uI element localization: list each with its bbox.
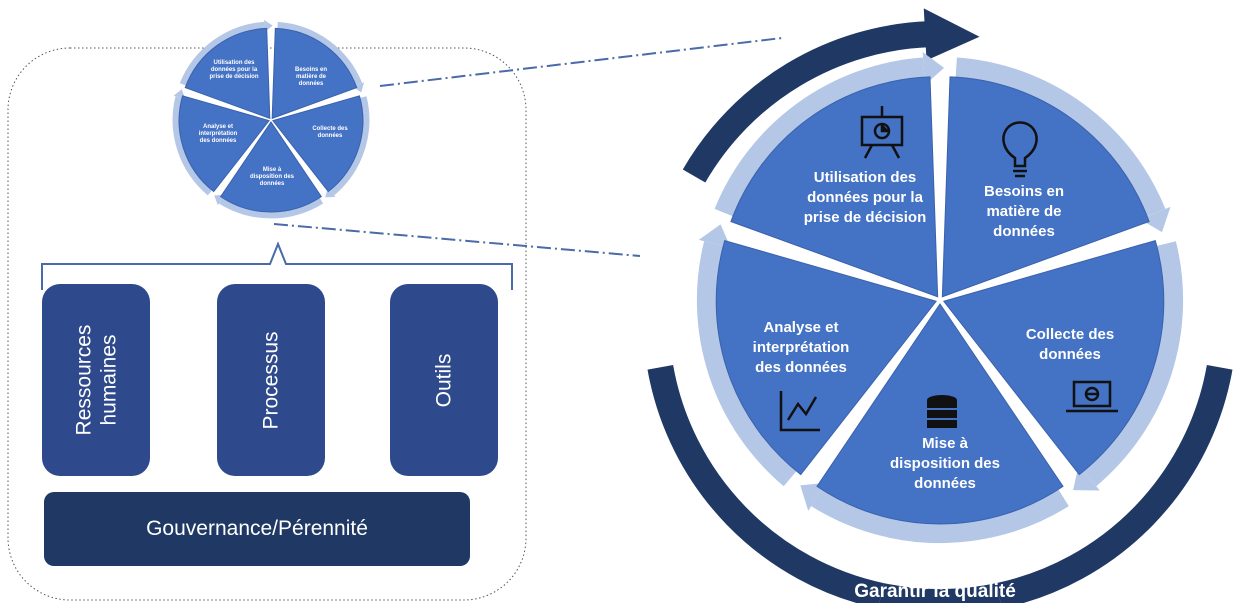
small-segment-mise-a-disposition bbox=[219, 121, 323, 213]
bracket bbox=[41, 241, 513, 290]
segment-label-collecte: Collecte des données bbox=[1025, 326, 1115, 363]
cycle-arrow-band bbox=[277, 21, 363, 87]
line-chart-icon bbox=[779, 391, 820, 432]
lightbulb-icon bbox=[1002, 121, 1038, 178]
presentation-board-icon bbox=[860, 106, 904, 159]
cycle-arrow-band bbox=[329, 96, 370, 196]
cycle-arrow-band bbox=[172, 96, 213, 196]
connector-bottom bbox=[273, 223, 641, 257]
cycle-arrow-band bbox=[955, 57, 1166, 218]
governance-base: Gouvernance/Pérennité bbox=[44, 492, 470, 566]
segment-label-mise-a-disposition: Mise à disposition des données bbox=[889, 435, 1000, 492]
small-segment-analyse bbox=[178, 95, 270, 193]
small-segment-besoins bbox=[271, 27, 358, 120]
pillar-processus: Processus bbox=[217, 284, 325, 476]
cycle-arrow-band bbox=[218, 196, 324, 219]
small-segment-label-besoins: Besoins en matière de données bbox=[294, 67, 327, 87]
cycle-arrow-head bbox=[698, 224, 731, 248]
big-cycle bbox=[696, 52, 1184, 544]
cycle-arrow-head bbox=[352, 82, 365, 93]
quality-ring-arc bbox=[647, 365, 884, 603]
connector-top bbox=[379, 37, 783, 87]
cycle-arrow-head bbox=[1139, 206, 1171, 233]
pillar-label: Ressources humaines bbox=[72, 324, 121, 436]
cycle-arrow-band bbox=[811, 487, 1069, 544]
pillar-outils: Outils bbox=[390, 284, 498, 476]
pillar-ressources-humaines: Ressources humaines bbox=[42, 284, 150, 476]
quality-ring bbox=[647, 8, 1233, 603]
small-cycle bbox=[172, 19, 370, 219]
cycle-arrow-band bbox=[1082, 241, 1184, 487]
database-icon bbox=[927, 395, 957, 428]
segment-label-analyse: Analyse et interprétation des données bbox=[752, 319, 850, 376]
small-segment-label-mise-a-disposition: Mise à disposition des données bbox=[249, 167, 294, 187]
cycle-arrow-head bbox=[800, 482, 826, 511]
pillar-label: Outils bbox=[432, 353, 456, 407]
segment-collecte bbox=[942, 239, 1165, 476]
quality-ring-caption-band bbox=[879, 583, 1001, 603]
governance-label: Gouvernance/Pérennité bbox=[146, 517, 368, 540]
small-segment-label-utilisation: Utilisation des données pour la prise de… bbox=[209, 60, 259, 80]
segment-besoins bbox=[941, 76, 1150, 298]
small-segment-collecte bbox=[272, 95, 364, 193]
quality-ring-arrowhead bbox=[923, 8, 980, 61]
quality-ring-arc bbox=[682, 21, 931, 183]
cycle-arrow-band bbox=[179, 21, 265, 87]
cycle-arrow-band bbox=[714, 57, 925, 218]
segment-analyse bbox=[715, 239, 938, 476]
small-segment-label-collecte: Collecte des données bbox=[312, 126, 348, 139]
small-segment-label-analyse: Analyse et interprétation des données bbox=[198, 124, 238, 144]
small-segment-utilisation bbox=[184, 27, 271, 120]
quality-caption: Garantir la qualité bbox=[854, 581, 1016, 602]
pillar-label: Processus bbox=[259, 330, 283, 430]
segment-label-besoins: Besoins en matière de données bbox=[983, 183, 1065, 240]
cycle-arrow-band bbox=[696, 241, 798, 487]
segment-label-utilisation: Utilisation des données pour la prise de… bbox=[803, 169, 927, 226]
laptop-globe-icon bbox=[1066, 380, 1118, 413]
quality-ring-arc bbox=[996, 365, 1233, 603]
